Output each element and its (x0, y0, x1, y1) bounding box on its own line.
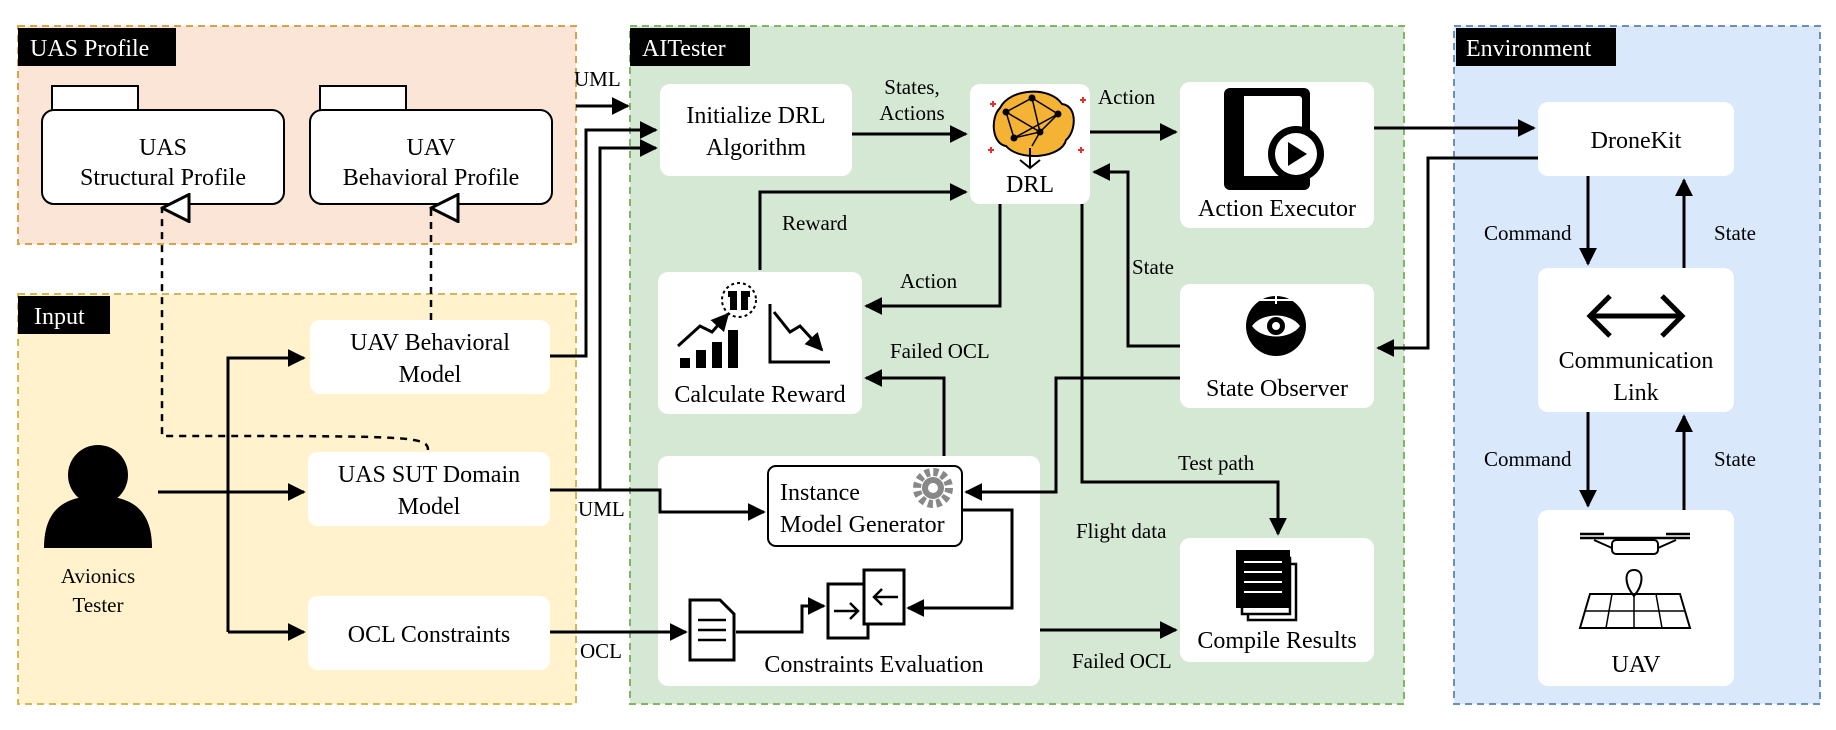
node-label-line1: Initialize DRL (686, 103, 825, 129)
edge-drl-action-to-reward: Action (864, 204, 1002, 315)
edge-label: State (1132, 255, 1174, 279)
node-state-observer: State Observer (1180, 284, 1374, 408)
node-dronekit: DroneKit (1538, 102, 1734, 176)
edge-failed-ocl-to-reward: Failed OCL (864, 339, 990, 456)
node-label: State Observer (1206, 376, 1348, 402)
edge-state-1: State (1675, 178, 1756, 268)
edge-command-1: Command (1484, 176, 1597, 266)
node-label: Compile Results (1197, 628, 1356, 654)
uml-package-icon (51, 85, 139, 113)
group-title-environment: Environment (1466, 36, 1592, 62)
node-label-line1: Communication (1559, 348, 1714, 374)
edge-test-path: Test path (1080, 204, 1287, 536)
edge-label-flight-data: Flight data (1076, 519, 1167, 543)
edge-label-line1: States, (884, 75, 939, 99)
reward-chart-icon (676, 282, 830, 368)
edge-label: State (1714, 447, 1756, 471)
edge-label: Failed OCL (1072, 649, 1172, 673)
person-icon (44, 445, 152, 548)
edge-uml-top: UML (574, 67, 630, 115)
node-label-line1: Instance (780, 480, 860, 506)
node-label: Calculate Reward (674, 382, 845, 408)
node-label-line2: Behavioral Profile (343, 165, 520, 191)
node-label: Constraints Evaluation (764, 652, 983, 678)
edge-label: Action (1098, 85, 1156, 109)
edge-failed-ocl-to-compile: Failed OCL (1040, 621, 1178, 673)
edge-label: Command (1484, 221, 1572, 245)
edge-behavioral-model-to-init (550, 121, 658, 358)
node-initialize-drl: Initialize DRL Algorithm (660, 84, 852, 176)
group-title-aitester: AITester (642, 36, 726, 62)
edge-label: State (1714, 221, 1756, 245)
node-label-line2: Link (1613, 380, 1658, 406)
node-label: OCL Constraints (348, 622, 510, 648)
edge-label: Action (900, 269, 958, 293)
edge-reward: Reward (758, 183, 968, 270)
edge-label: Command (1484, 447, 1572, 471)
node-ocl-constraints: OCL Constraints (308, 596, 550, 670)
neural-network-icon (988, 90, 1086, 170)
node-action-executor: Action Executor (1180, 82, 1374, 228)
node-communication-link: Communication Link (1538, 268, 1734, 412)
node-label: UAV (1612, 652, 1662, 678)
node-label-line2: Model Generator (780, 512, 945, 538)
node-uas-structural-profile: UAS Structural Profile (41, 85, 285, 205)
drone-map-icon (1578, 532, 1692, 629)
edge-label: OCL (580, 639, 622, 663)
edge-label: Failed OCL (890, 339, 990, 363)
edge-document-to-compare (736, 597, 826, 634)
eye-observer-icon (1246, 296, 1306, 356)
node-label-line1: UAV Behavioral (350, 330, 510, 356)
node-instance-model-generator: Instance Model Generator (767, 465, 963, 547)
group-title-uas-profile: UAS Profile (30, 36, 149, 62)
files-stack-icon (1236, 550, 1298, 622)
bidirectional-arrow-icon (1586, 294, 1686, 338)
node-drl: DRL (970, 84, 1090, 204)
document-icon (688, 598, 736, 662)
compare-icon (826, 568, 906, 640)
node-label-line1: UAV (407, 135, 457, 161)
node-calculate-reward: Calculate Reward (658, 272, 862, 414)
node-label-line2: Algorithm (706, 135, 806, 161)
edge-label: UML (574, 67, 621, 91)
edge-label: Test path (1178, 451, 1255, 475)
node-label-line2: Structural Profile (80, 165, 246, 191)
node-label-line1: UAS SUT Domain (338, 462, 520, 488)
node-avionics-tester: Avionics Tester (44, 445, 152, 617)
edge-state-to-drl: State (1092, 163, 1180, 348)
uml-package-icon (319, 85, 407, 113)
node-uav-behavioral-model: UAV Behavioral Model (310, 320, 550, 394)
node-label-line1: UAS (139, 135, 187, 161)
node-label-line2: Tester (72, 593, 123, 617)
edge-tester-to-models (158, 349, 306, 641)
edge-label: UML (578, 497, 625, 521)
edge-command-2: Command (1484, 412, 1597, 508)
edge-dronekit-to-observer (1376, 156, 1538, 357)
node-uav-behavioral-profile: UAV Behavioral Profile (309, 85, 553, 205)
edge-state-2: State (1675, 414, 1756, 510)
edge-inheritance-uas-structural (162, 208, 430, 451)
node-label: Action Executor (1198, 196, 1356, 222)
node-uav: UAV (1538, 510, 1734, 686)
node-label-line2: Model (399, 362, 462, 388)
node-constraints-evaluation: Constraints Evaluation (688, 568, 984, 678)
edge-drl-to-executor: Action (1090, 85, 1178, 141)
edge-label-line2: Actions (879, 101, 944, 125)
node-label: DroneKit (1591, 128, 1682, 154)
group-title-input: Input (34, 304, 85, 330)
node-label: DRL (1006, 172, 1054, 198)
edge-states-actions: States, Actions (852, 75, 968, 143)
edge-generator-to-compare (906, 508, 1014, 617)
gear-icon (913, 468, 953, 508)
node-compile-results: Compile Results (1180, 538, 1374, 662)
edge-label: Reward (782, 211, 848, 235)
node-label-line2: Model (398, 494, 461, 520)
node-label-line1: Avionics (61, 564, 135, 588)
edge-domain-model-uml: UML (550, 139, 766, 521)
node-uas-sut-domain-model: UAS SUT Domain Model (308, 452, 550, 526)
edge-observer-to-generator (964, 376, 1180, 501)
play-book-icon (1224, 88, 1324, 190)
edge-ocl: OCL (550, 623, 688, 663)
